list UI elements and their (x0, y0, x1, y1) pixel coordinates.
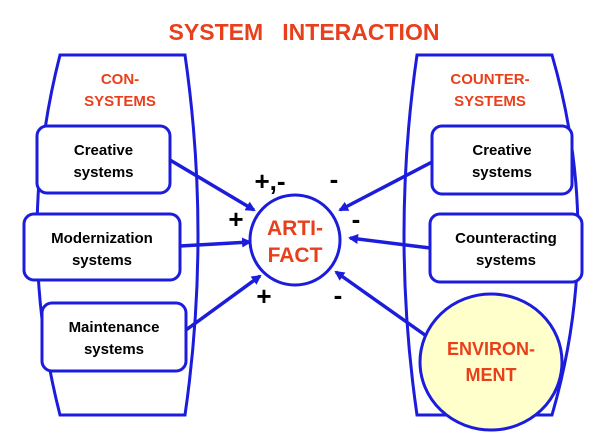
artifact-label-line-2: FACT (268, 244, 323, 267)
con-systems-label-line-1: CON- (101, 71, 139, 88)
counter-systems-label-line-2: SYSTEMS (454, 93, 526, 110)
artifact-label-line-1: ARTI- (267, 217, 323, 240)
con-creative-systems-label-line-1: Creative (74, 142, 133, 159)
arrow-counter-counteracting-to-artifact (348, 234, 431, 250)
counter-creative-systems-label-line-1: Creative (472, 142, 531, 159)
arrow-counter-creative-to-artifact (338, 160, 433, 212)
sign-counter-counteracting: - (352, 204, 361, 234)
environment-label-line-1: ENVIRON- (447, 339, 535, 359)
counter-systems-label-line-1: COUNTER- (450, 71, 529, 88)
counter-creative-systems-box (430, 124, 574, 196)
arrow-environment-to-artifact (334, 270, 434, 342)
sign-counter-creative: - (330, 164, 339, 194)
counter-counteracting-systems-label-line-1: Counteracting (455, 230, 557, 247)
con-maintenance-systems-label-line-2: systems (84, 341, 144, 358)
con-creative-systems-label-line-2: systems (73, 164, 133, 181)
con-modernization-systems-box (22, 212, 182, 282)
sign-counter-environment: - (334, 280, 343, 310)
con-systems-label-line-2: SYSTEMS (84, 93, 156, 110)
con-maintenance-systems-label-line-1: Maintenance (69, 319, 160, 336)
arrow-con-maintenance-to-artifact (184, 274, 262, 332)
con-creative-systems-box (35, 124, 172, 195)
artifact-circle (248, 193, 342, 287)
arrow-con-modernization-to-artifact (179, 237, 252, 248)
sign-con-creative: +,- (254, 166, 285, 196)
counter-counteracting-systems-label-line-2: systems (476, 252, 536, 269)
environment-circle (418, 292, 564, 432)
con-modernization-systems-label-line-1: Modernization (51, 230, 153, 247)
counter-creative-systems-label-line-2: systems (472, 164, 532, 181)
con-maintenance-systems-box (40, 301, 188, 373)
environment-label-line-2: MENT (466, 365, 517, 385)
sign-con-modernization: + (228, 204, 243, 234)
con-modernization-systems-label-line-2: systems (72, 252, 132, 269)
sign-con-maintenance: + (256, 281, 271, 311)
counter-counteracting-systems-box (428, 212, 584, 284)
diagram-title: SYSTEM INTERACTION (169, 19, 440, 45)
arrow-con-creative-to-artifact (169, 158, 256, 212)
